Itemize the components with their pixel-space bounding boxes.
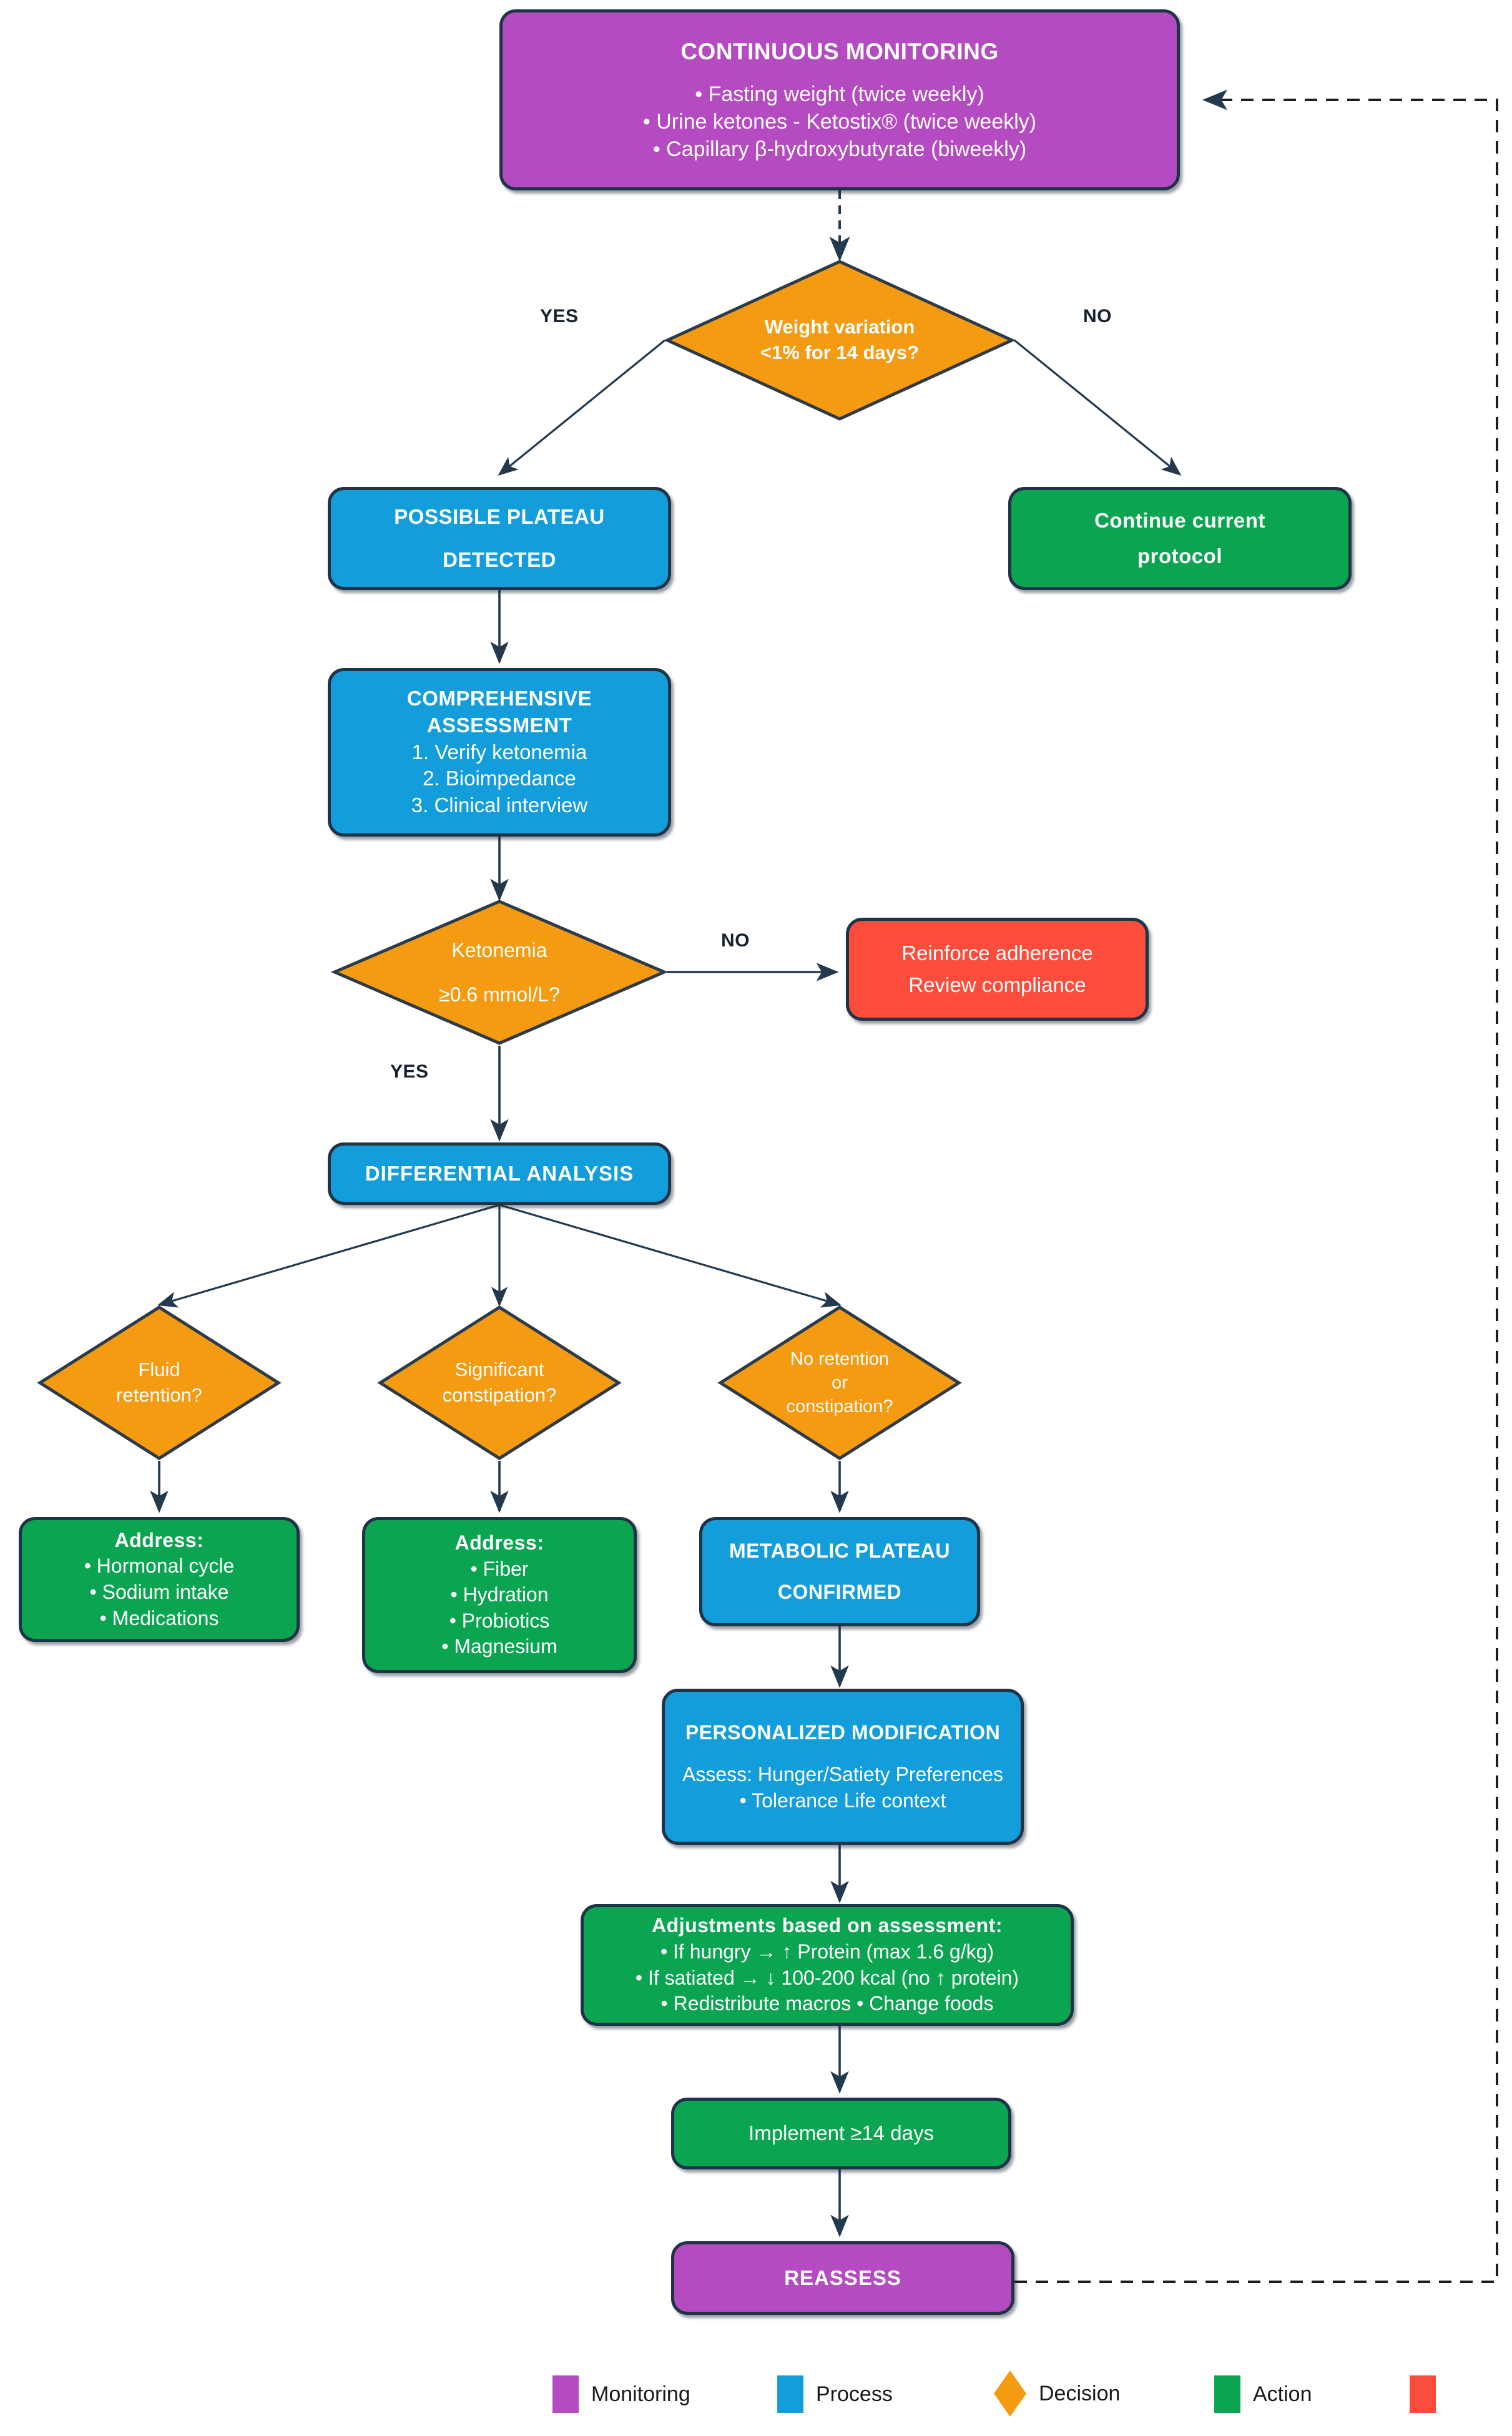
reinforce-adherence-line-2: Review compliance [908,973,1086,996]
diamond-shape [663,260,1016,421]
legend-swatch-monitoring [552,2375,579,2413]
legend-swatch-action [1214,2375,1240,2413]
personalized-modification-heading: PERSONALIZED MODIFICATION [685,1721,1001,1744]
adjustments-line-2: • If satiated → ↓ 100-200 kcal (no ↑ pro… [635,1966,1019,1989]
personalized-modification-line-2: • Tolerance Life context [739,1789,946,1812]
continue-protocol-line-2: protocol [1137,544,1222,567]
node-metabolic-plateau[interactable]: METABOLIC PLATEAU CONFIRMED [699,1517,980,1626]
node-personalized-modification[interactable]: PERSONALIZED MODIFICATION Assess: Hunger… [662,1689,1024,1845]
comprehensive-assessment-line-2: 2. Bioimpedance [423,767,576,790]
comprehensive-assessment-line-1: 1. Verify ketonemia [411,740,587,764]
continuous-monitoring-heading: CONTINUOUS MONITORING [680,38,999,64]
reassess-label: REASSESS [784,2266,901,2289]
personalized-modification-line-1: Assess: Hunger/Satiety Preferences [682,1763,1003,1786]
node-possible-plateau[interactable]: POSSIBLE PLATEAU DETECTED [328,487,671,590]
node-adjustments[interactable]: Adjustments based on assessment: • If hu… [581,1904,1074,2026]
legend-item-process: Process [777,2375,893,2413]
edge-label-ketonemia-no: NO [721,930,750,951]
decision-constipation[interactable]: Significant constipation? [377,1305,622,1461]
legend-item-alert [1410,2375,1448,2413]
legend-label-process: Process [816,2382,893,2406]
edge-label-ketonemia-yes: YES [390,1061,429,1082]
continuous-monitoring-line-2: • Urine ketones - Ketostix® (twice weekl… [642,109,1037,134]
differential-analysis-label: DIFFERENTIAL ANALYSIS [365,1161,634,1185]
implement-label: Implement ≥14 days [749,2121,934,2145]
possible-plateau-line-2: DETECTED [443,548,556,571]
diamond-shape [37,1305,282,1460]
node-differential-analysis[interactable]: DIFFERENTIAL ANALYSIS [328,1142,671,1205]
node-implement[interactable]: Implement ≥14 days [671,2098,1011,2169]
decision-ketonemia[interactable]: Ketonemia ≥0.6 mmol/L? [330,899,669,1046]
adjustments-line-3: • Redistribute macros • Change foods [660,1992,994,2015]
legend-swatch-process [777,2375,803,2413]
adjustments-heading: Adjustments based on assessment: [652,1914,1003,1937]
address-fluid-line-1: • Hormonal cycle [84,1554,235,1578]
address-constipation-line-2: • Hydration [450,1583,549,1606]
legend-label-monitoring: Monitoring [591,2382,690,2406]
address-constipation-heading: Address: [454,1531,544,1554]
legend-label-action: Action [1253,2382,1312,2406]
continuous-monitoring-line-3: • Capillary β-hydroxybutyrate (biweekly) [652,137,1027,162]
reinforce-adherence-line-1: Reinforce adherence [901,941,1093,965]
diamond-shape [717,1305,962,1460]
node-reinforce-adherence[interactable]: Reinforce adherence Review compliance [846,918,1149,1021]
edge-label-weight-no: NO [1083,306,1112,327]
decision-fluid-retention[interactable]: Fluid retention? [37,1305,282,1461]
address-fluid-line-3: • Medications [99,1606,219,1629]
diamond-shape [330,900,669,1045]
address-fluid-heading: Address: [114,1528,204,1551]
node-continue-protocol[interactable]: Continue current protocol [1008,487,1352,590]
node-continuous-monitoring[interactable]: CONTINUOUS MONITORING • Fasting weight (… [499,9,1180,190]
node-reassess[interactable]: REASSESS [671,2241,1014,2315]
node-address-fluid[interactable]: Address: • Hormonal cycle • Sodium intak… [19,1517,300,1642]
metabolic-plateau-line-2: CONFIRMED [777,1580,902,1603]
comprehensive-assessment-heading-2: ASSESSMENT [426,713,572,737]
legend-swatch-alert [1410,2375,1436,2413]
address-constipation-line-4: • Magnesium [441,1635,557,1658]
legend-label-decision: Decision [1039,2381,1121,2405]
legend-item-action: Action [1214,2375,1312,2413]
edge-label-weight-yes: YES [540,306,579,327]
legend-swatch-decision-diamond-icon [994,2370,1026,2417]
continuous-monitoring-line-1: • Fasting weight (twice weekly) [695,82,984,106]
decision-weight-variation[interactable]: Weight variation <1% for 14 days? [663,259,1016,421]
continue-protocol-line-1: Continue current [1094,508,1265,532]
node-address-constipation[interactable]: Address: • Fiber • Hydration • Probiotic… [362,1517,637,1673]
adjustments-line-1: • If hungry → ↑ Protein (max 1.6 g/kg) [660,1940,994,1963]
address-fluid-line-2: • Sodium intake [89,1581,229,1603]
decision-no-retention-or-constipation[interactable]: No retention or constipation? [717,1305,962,1461]
address-constipation-line-3: • Probiotics [449,1609,550,1632]
possible-plateau-line-1: POSSIBLE PLATEAU [394,504,605,528]
comprehensive-assessment-heading-1: COMPREHENSIVE [406,686,592,710]
node-comprehensive-assessment[interactable]: COMPREHENSIVE ASSESSMENT 1. Verify keton… [328,668,671,837]
comprehensive-assessment-line-3: 3. Clinical interview [411,793,588,817]
diamond-shape [377,1305,622,1460]
legend-item-decision: Decision [994,2370,1120,2417]
address-constipation-line-1: • Fiber [470,1557,529,1580]
metabolic-plateau-line-1: METABOLIC PLATEAU [729,1539,950,1562]
legend-item-monitoring: Monitoring [552,2375,690,2413]
